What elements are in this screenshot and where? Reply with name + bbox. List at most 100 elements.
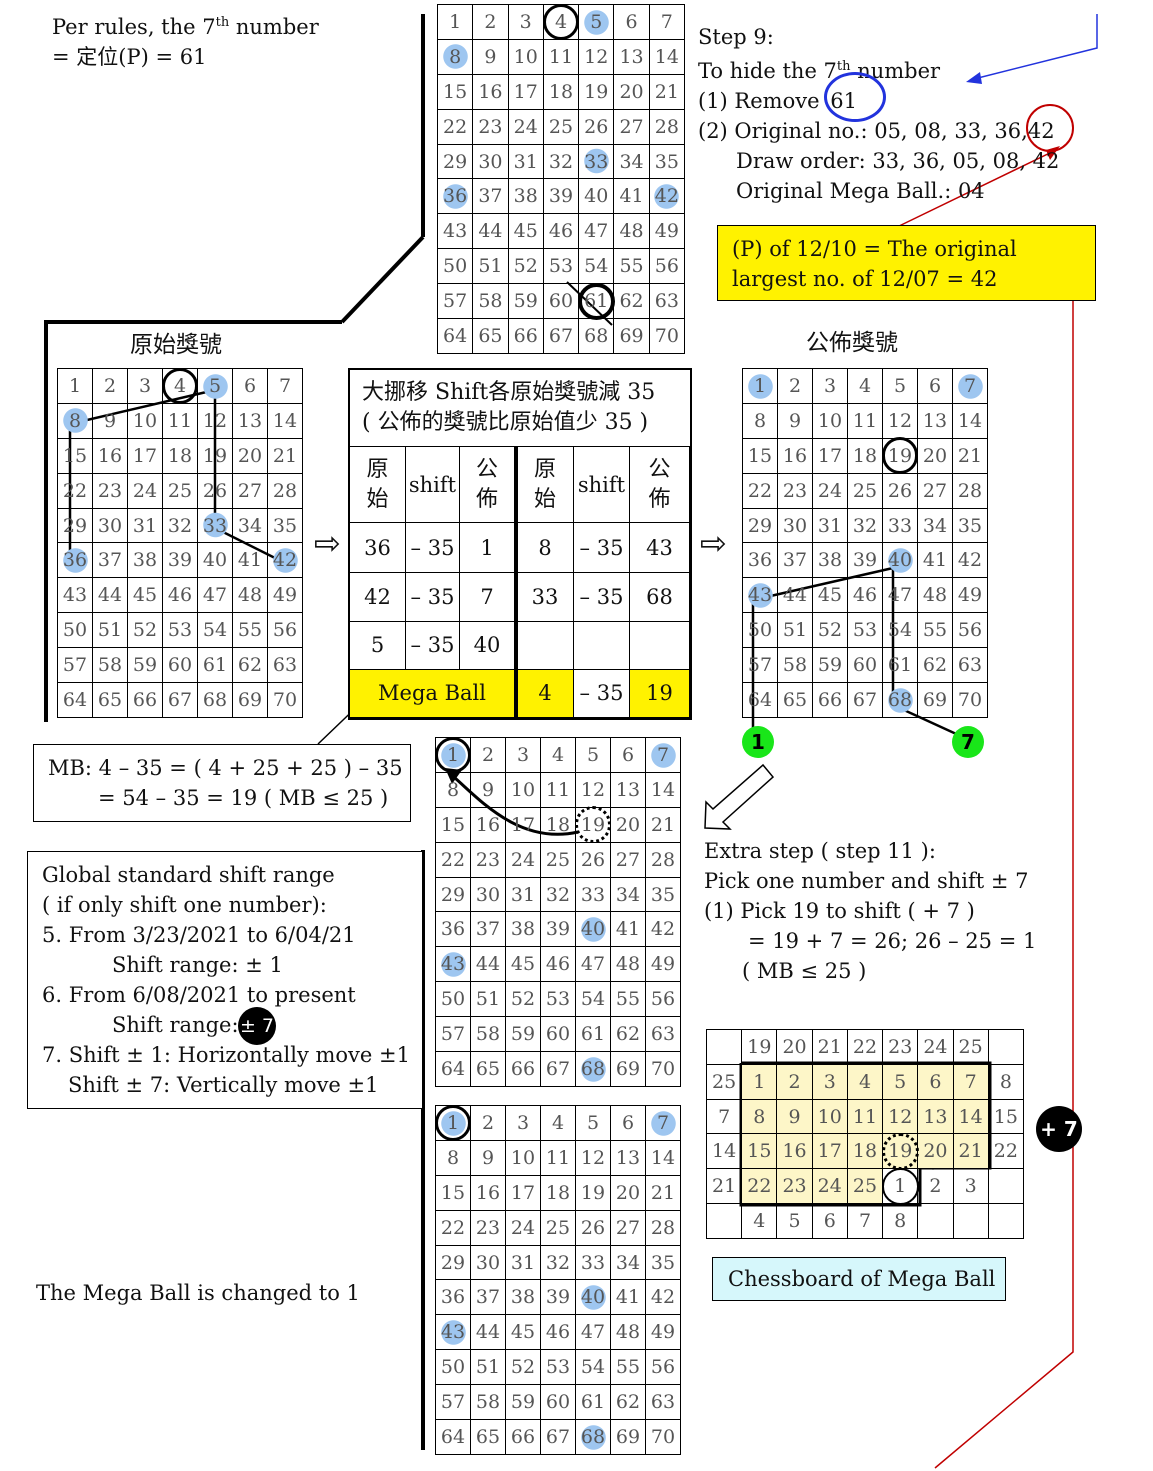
grid-cell: 49	[267, 577, 303, 614]
grid-cell: 13	[610, 771, 646, 808]
grid-cell: 59	[505, 1384, 541, 1421]
circle-marker-61	[577, 282, 615, 320]
grid-cell: 28	[645, 1209, 681, 1246]
grid-cell: 8	[742, 402, 778, 439]
grid-cell: 23	[472, 108, 509, 145]
mega-ball-label: Mega Ball	[349, 668, 516, 719]
chessboard-cell: 15	[741, 1133, 778, 1170]
grid-cell: 60	[847, 647, 883, 684]
grid-cell: 64	[57, 682, 93, 718]
grid-cell: 24	[507, 108, 544, 145]
shift-table-cell: 7	[459, 572, 516, 622]
grid-cell: 22	[436, 108, 474, 145]
shift-table-header: shift	[573, 445, 630, 524]
grid-cell: 56	[645, 1349, 681, 1386]
grid-cell: 20	[917, 437, 953, 474]
grid-cell: 67	[540, 1419, 576, 1455]
shift-table-header: 原 始	[349, 445, 406, 524]
grid-cell: 48	[610, 1314, 646, 1351]
chessboard-cell	[705, 1029, 743, 1065]
grid-cell: 56	[645, 981, 681, 1018]
grid-cell: 42	[648, 178, 686, 215]
grid-cell: 31	[505, 1244, 541, 1281]
grid-cell: 33	[575, 1244, 611, 1281]
grid-cell: 57	[57, 647, 93, 684]
grid-cell: 19	[575, 1174, 611, 1211]
grid-cell: 20	[232, 437, 268, 474]
circle-marker-1	[434, 1104, 472, 1142]
grid-cell: 61	[575, 1384, 611, 1421]
grid-cell: 25	[540, 1209, 576, 1246]
chessboard-cell: 25	[846, 1168, 884, 1205]
grid-cell: 5	[882, 368, 918, 404]
grid-cell: 47	[882, 577, 918, 614]
chessboard-cell: 6	[917, 1063, 954, 1100]
grid-cell: 17	[507, 73, 544, 110]
grid-cell: 58	[92, 647, 128, 684]
grid-cell: 11	[540, 1139, 576, 1176]
shift-table-cell	[629, 620, 690, 670]
chessboard-cell: 16	[776, 1133, 813, 1170]
grid-cell: 1	[57, 368, 93, 404]
grid-cell: 46	[540, 946, 576, 983]
step9-line6: Original Mega Ball.: 04	[736, 179, 985, 203]
chessboard-cell: 23	[882, 1029, 919, 1065]
grid-cell: 64	[436, 318, 474, 354]
grid-cell: 7	[952, 368, 988, 404]
grid-cell: 25	[540, 841, 576, 878]
step9-line3: (1) Remove	[698, 89, 820, 113]
chessboard-cell: 8	[741, 1098, 778, 1135]
grid-cell: 70	[645, 1051, 681, 1087]
grid-cell: 5	[578, 4, 615, 40]
grid-cell: 38	[505, 911, 541, 948]
chessboard-cell: 8	[882, 1203, 919, 1239]
grid-cell: 27	[232, 472, 268, 509]
chessboard-cell	[987, 1029, 1025, 1065]
grid-cell: 70	[267, 682, 303, 718]
grid-cell: 60	[540, 1016, 576, 1053]
grid-cell: 2	[472, 4, 509, 40]
circle-marker-1	[434, 736, 472, 774]
grid-cell: 32	[847, 507, 883, 544]
grid-cell: 59	[507, 283, 544, 320]
grid-cell: 44	[92, 577, 128, 614]
chessboard-cell: 4	[846, 1063, 884, 1100]
shift-table-cell: – 35	[405, 620, 460, 670]
chessboard-cell: 6	[811, 1203, 848, 1239]
grid-cell: 12	[575, 1139, 611, 1176]
grid-cell: 6	[610, 737, 646, 773]
grid-cell: 26	[578, 108, 615, 145]
grid-cell: 24	[127, 472, 163, 509]
grid-cell: 40	[578, 178, 615, 215]
right-arrow-icon: ⇨	[314, 524, 341, 562]
grid-cell: 11	[162, 402, 198, 439]
shift-table-cell: 42	[349, 572, 406, 622]
grid-cell: 49	[952, 577, 988, 614]
global-line: Global standard shift range	[42, 863, 335, 887]
grid-cell: 30	[777, 507, 813, 544]
grid-cell: 41	[610, 1279, 646, 1316]
grid-cell: 16	[470, 1174, 506, 1211]
grid-cell: 68	[575, 1419, 611, 1455]
circle-marker-1	[881, 1167, 919, 1205]
green-dot-label: 1	[751, 730, 765, 754]
